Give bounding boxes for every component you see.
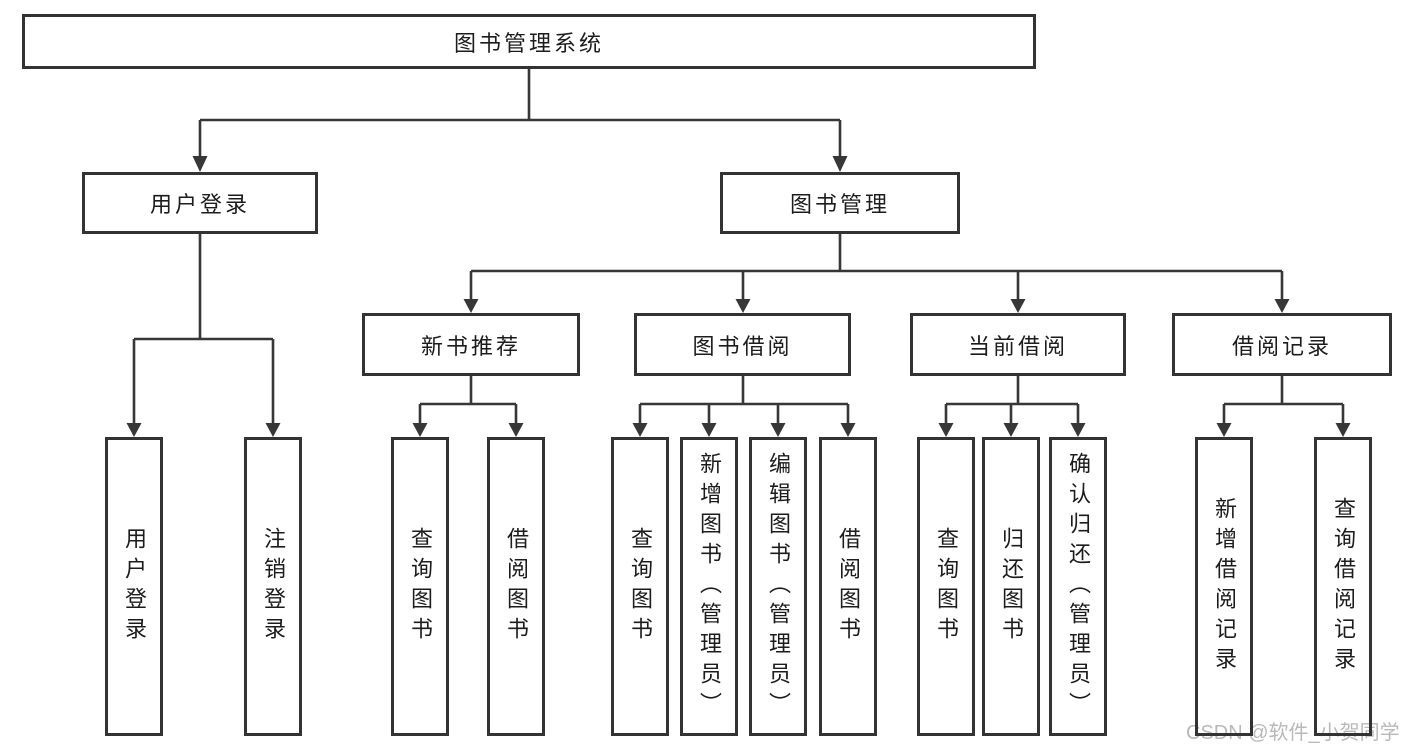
leaf-user-login: 用户登录 bbox=[105, 437, 163, 736]
connector-book-borrowing-to-leaves bbox=[632, 376, 856, 437]
leaf-label: 查询借阅记录 bbox=[1331, 496, 1356, 677]
node-borrowing-records: 借阅记录 bbox=[1172, 313, 1392, 376]
leaf-label: 编辑图书（管理员） bbox=[766, 451, 791, 722]
leaf-label: 归还图书 bbox=[999, 526, 1024, 647]
node-current-borrowing: 当前借阅 bbox=[910, 313, 1126, 376]
node-label: 图书管理系统 bbox=[453, 30, 604, 56]
node-book-borrowing: 图书借阅 bbox=[634, 313, 851, 376]
leaf-label: 用户登录 bbox=[122, 526, 147, 647]
node-user-login: 用户登录 bbox=[82, 172, 318, 234]
leaf-logout: 注销登录 bbox=[244, 437, 302, 736]
leaf-add-borrow-record: 新增借阅记录 bbox=[1195, 437, 1253, 736]
leaf-query-books-borrowing: 查询图书 bbox=[611, 437, 669, 736]
leaf-label: 借阅图书 bbox=[504, 526, 529, 647]
node-new-book-recommendation: 新书推荐 bbox=[362, 313, 580, 376]
connector-root-to-level2 bbox=[192, 69, 848, 172]
connector-new-book-recommendation-to-leaves bbox=[412, 376, 524, 437]
leaf-label: 注销登录 bbox=[261, 526, 286, 647]
leaf-borrow-books-recommend: 借阅图书 bbox=[487, 437, 545, 736]
leaf-label: 新增图书（管理员） bbox=[697, 451, 722, 722]
node-label: 图书管理 bbox=[789, 192, 890, 217]
leaf-confirm-return-admin: 确认归还（管理员） bbox=[1049, 437, 1107, 736]
leaf-borrow-books: 借阅图书 bbox=[819, 437, 877, 736]
connector-book-management-to-level3 bbox=[463, 234, 1290, 313]
leaf-label: 查询图书 bbox=[934, 526, 959, 647]
leaf-query-books-recommend: 查询图书 bbox=[391, 437, 449, 736]
leaf-label: 确认归还（管理员） bbox=[1066, 451, 1091, 722]
leaf-label: 借阅图书 bbox=[836, 526, 861, 647]
leaf-query-books-current: 查询图书 bbox=[917, 437, 975, 736]
connector-borrowing-records-to-leaves bbox=[1216, 376, 1351, 437]
connector-user-login-to-leaves bbox=[126, 234, 281, 437]
leaf-label: 新增借阅记录 bbox=[1212, 496, 1237, 677]
node-label: 图书借阅 bbox=[692, 333, 793, 359]
leaf-label: 查询图书 bbox=[408, 526, 433, 647]
node-library-management-system: 图书管理系统 bbox=[22, 14, 1036, 69]
node-label: 借阅记录 bbox=[1231, 333, 1332, 359]
connector-current-borrowing-to-leaves bbox=[938, 376, 1086, 437]
leaf-query-borrow-record: 查询借阅记录 bbox=[1314, 437, 1372, 736]
leaf-add-book-admin: 新增图书（管理员） bbox=[680, 437, 738, 736]
leaf-edit-book-admin: 编辑图书（管理员） bbox=[749, 437, 807, 736]
leaf-label: 查询图书 bbox=[628, 526, 653, 647]
node-label: 当前借阅 bbox=[967, 333, 1068, 359]
csdn-watermark: CSDN @软件_小贺同学 bbox=[1186, 722, 1400, 744]
node-label: 用户登录 bbox=[149, 192, 250, 217]
node-book-management: 图书管理 bbox=[720, 172, 960, 234]
node-label: 新书推荐 bbox=[420, 333, 521, 359]
leaf-return-books: 归还图书 bbox=[982, 437, 1040, 736]
